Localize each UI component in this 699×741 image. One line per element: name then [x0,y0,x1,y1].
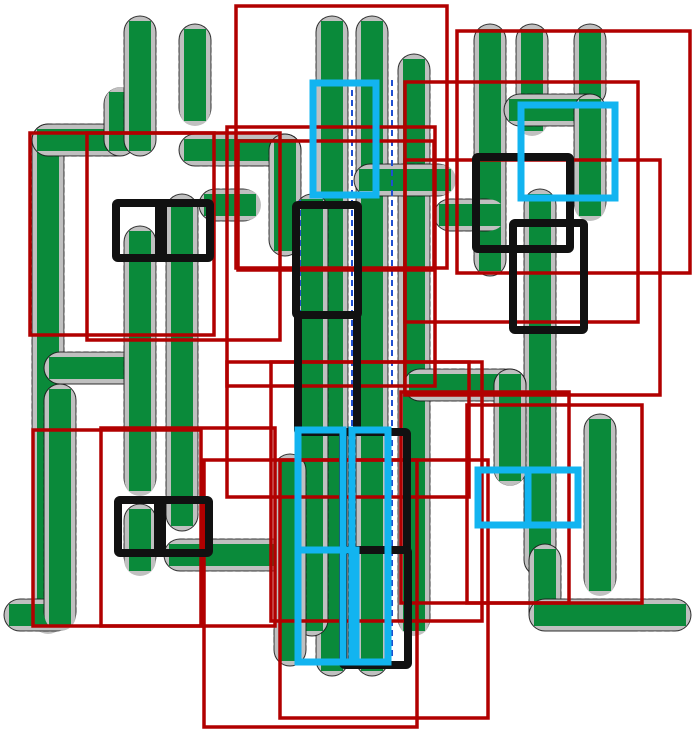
blue-box [348,426,392,666]
blue-box [517,101,619,202]
black-box [509,219,588,334]
blue-box-layer [294,79,619,666]
red-box [278,458,490,720]
blue-box [524,466,582,529]
blue-box [309,79,380,199]
red-box [269,360,484,623]
black-box [154,496,213,557]
black-box [155,199,214,262]
blue-box [294,546,360,666]
red-box [455,29,692,275]
red-box [85,131,282,342]
red-box [234,4,449,270]
red-box [99,426,277,628]
red-box [236,139,436,272]
red-box [465,403,644,605]
